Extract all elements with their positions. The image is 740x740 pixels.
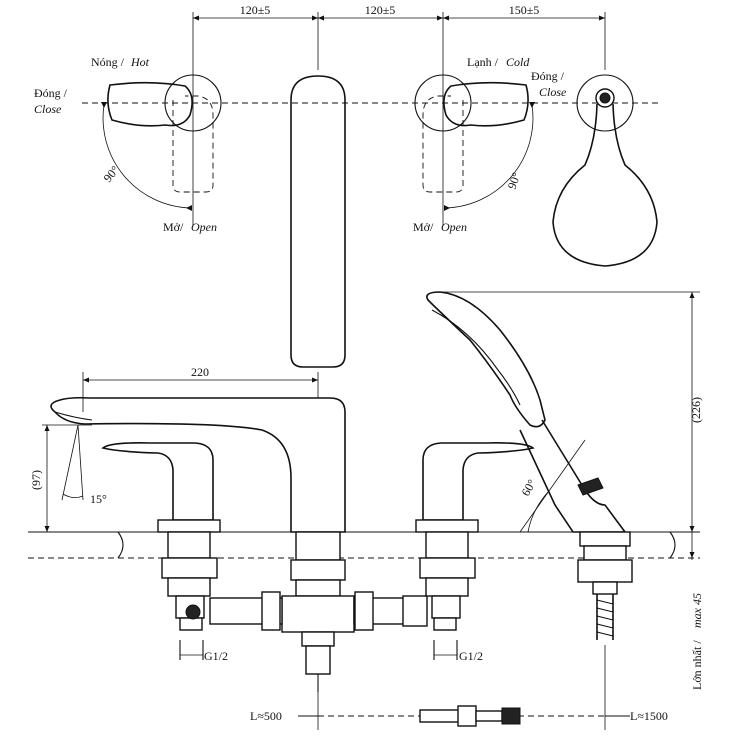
handshower-plan: [552, 74, 658, 267]
cold-rotation-angle: 90°: [505, 170, 524, 191]
label-open-left-en: Open: [191, 220, 217, 234]
dim-text-spout-length: 220: [191, 365, 209, 379]
mixing-pipes: [185, 591, 451, 631]
label-open-right-vi: Mở/: [413, 220, 434, 234]
handshower-elevation: [426, 291, 633, 640]
dim-text-hose-min: L≈500: [250, 709, 282, 723]
label-open-left-vi: Mở/: [163, 220, 184, 234]
label-max-thickness-en: max 45: [690, 593, 704, 628]
hot-handle-plan: 90°: [101, 74, 222, 211]
dim-text-spout-height: (97): [29, 470, 43, 490]
dim-text-handshower-angle: 60°: [518, 477, 539, 499]
label-cold-en: Cold: [506, 55, 530, 69]
hot-rotation-angle: 90°: [101, 163, 123, 185]
label-close-right-vi: Đóng /: [531, 69, 565, 83]
dim-text-handshower-height: (226): [689, 397, 703, 423]
dim-text-span-1: 120±5: [240, 3, 271, 17]
label-open-right-en: Open: [441, 220, 467, 234]
spout-body-below: [281, 531, 355, 692]
dim-text-hose-max: L≈1500: [630, 709, 668, 723]
dim-text-inlet-left: G1/2: [204, 649, 228, 663]
dim-text-inlet-right: G1/2: [459, 649, 483, 663]
cold-handle-plan: 90°: [414, 74, 535, 211]
dim-text-spout-angle: 15°: [90, 492, 107, 506]
spout-plan: [290, 75, 346, 368]
deck-break-marks: [117, 531, 676, 559]
label-hot-en: Hot: [130, 55, 150, 69]
spout-elevation: [50, 396, 346, 533]
label-close-right-en: Close: [539, 85, 567, 99]
hose-fitting: [419, 705, 521, 727]
label-hot-vi: Nóng /: [91, 55, 125, 69]
hot-handle-elevation: [101, 442, 221, 660]
plan-view: 120±5 120±5 150±5 90° Nóng / Hot Đóng / …: [34, 3, 662, 368]
dim-text-span-2: 120±5: [365, 3, 396, 17]
label-max-thickness-vi: Lớn nhất /: [690, 640, 704, 690]
label-close-left-vi: Đóng /: [34, 86, 68, 100]
front-view: 220 (97) 15° G1/2: [28, 291, 704, 730]
cold-handle-elevation: [415, 442, 535, 660]
label-cold-vi: Lạnh /: [467, 55, 499, 69]
handshower-angle-line: [519, 439, 586, 533]
dim-text-span-3: 150±5: [509, 3, 540, 17]
label-close-left-en: Close: [34, 102, 62, 116]
